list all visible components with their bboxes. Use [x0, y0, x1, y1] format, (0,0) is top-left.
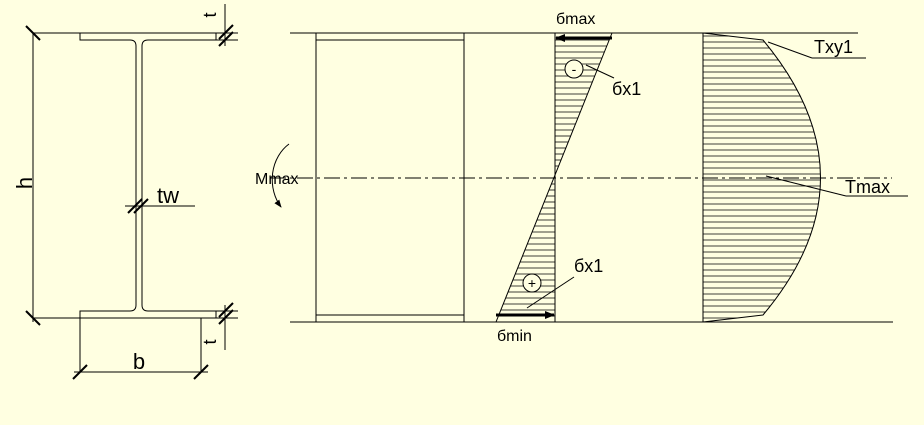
upper-level-leader [585, 64, 615, 79]
width-dimension [72, 318, 209, 380]
shear-stress-diagram [702, 32, 821, 323]
shear-level-leader [767, 41, 813, 59]
moment-label: Mmax [255, 171, 299, 188]
shear-level-label: Txy1 [814, 37, 853, 57]
max-shear-label: Tmax [845, 177, 890, 197]
moment-arrow [271, 143, 290, 208]
i-beam-outline [79, 32, 217, 319]
tension-sign-circle [522, 273, 542, 293]
upper-level-label: бx1 [612, 79, 641, 99]
lower-level-label: бx1 [574, 256, 603, 276]
shear-stress-curve [702, 32, 821, 323]
height-label: h [12, 177, 37, 189]
web-label: tw [157, 183, 179, 208]
beam-elevation [270, 32, 893, 323]
bottom-flange-label: t [200, 339, 220, 344]
compression-sign: - [572, 61, 577, 77]
tension-sign: + [528, 275, 536, 291]
height-dimension [25, 25, 80, 326]
bottom-flange-dimension [216, 302, 238, 350]
shear-stress-hatching [703, 35, 821, 319]
top-flange-dimension [216, 4, 238, 47]
web-dimension [125, 198, 195, 214]
width-label: b [133, 349, 145, 374]
max-stress-label: бmax [556, 11, 595, 28]
i-beam-section [79, 32, 217, 319]
compression-sign-circle [564, 59, 584, 79]
top-flange-label: t [200, 12, 220, 17]
lower-level-leader [526, 276, 575, 309]
min-stress-label: бmin [497, 328, 532, 345]
max-shear-leader [765, 175, 847, 197]
